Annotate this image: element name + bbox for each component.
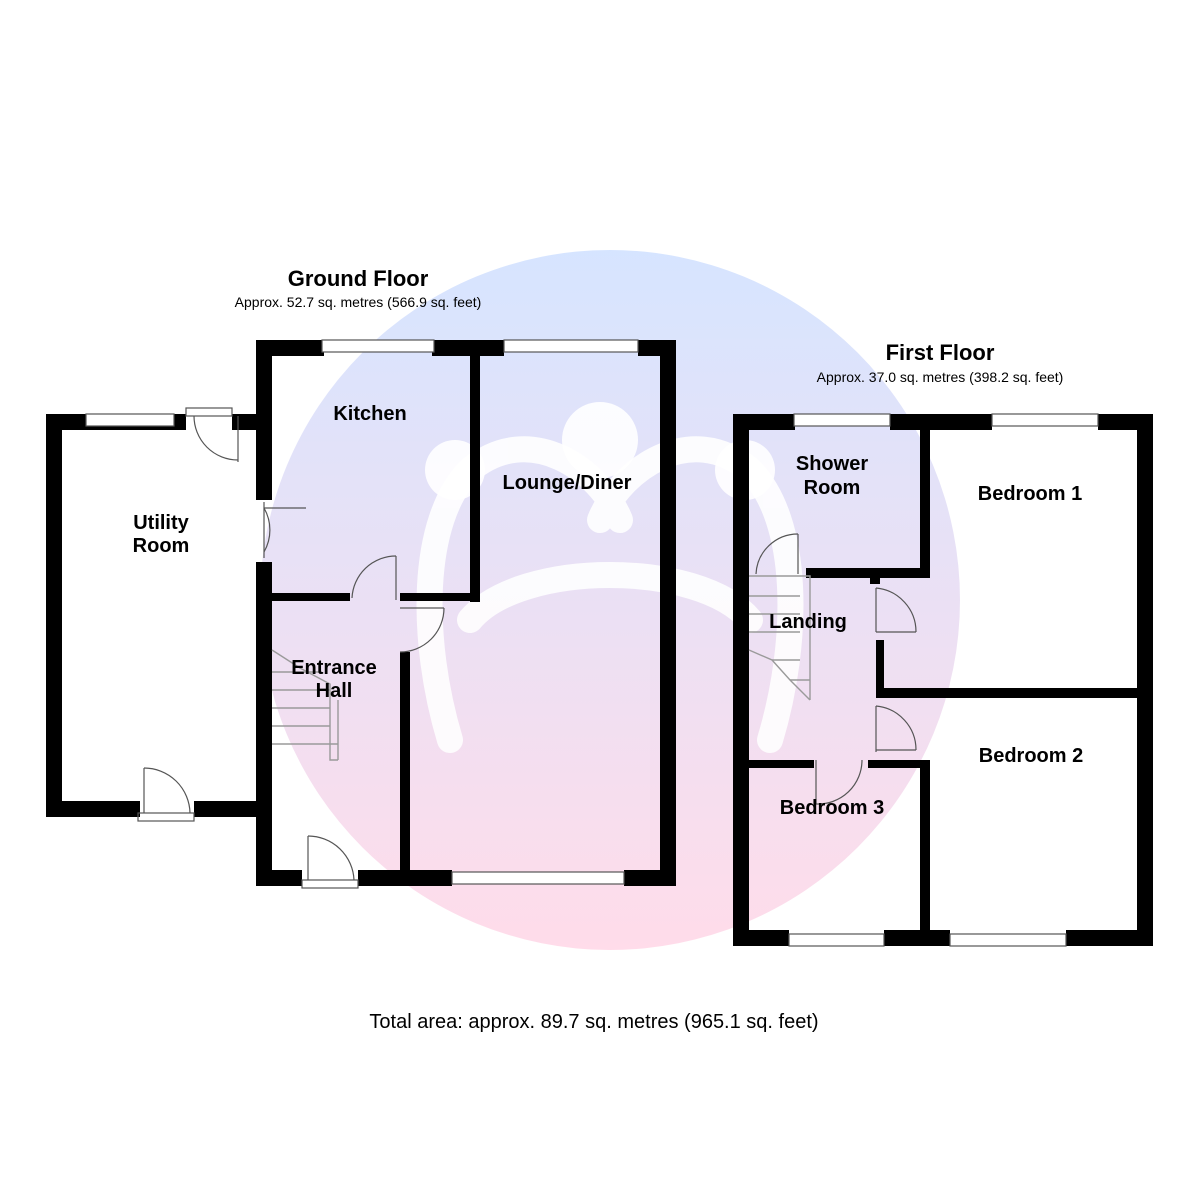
room-label-utility: Room: [133, 535, 190, 557]
door-utility-top: [185, 407, 239, 462]
window: [451, 871, 625, 885]
room-label-shower: Room: [804, 477, 861, 499]
total-area: Total area: approx. 89.7 sq. metres (965…: [369, 1011, 818, 1033]
window: [991, 413, 1099, 427]
first-floor-area: Approx. 37.0 sq. metres (398.2 sq. feet): [817, 369, 1064, 385]
window: [793, 413, 891, 427]
door-lounge: [399, 607, 445, 653]
door-kitchen-side: [263, 502, 306, 558]
door-front: [301, 835, 359, 889]
door-bedroom2: [875, 705, 917, 752]
ground-floor-title: Ground Floor: [288, 266, 429, 291]
room-label-shower: Shower: [796, 453, 868, 475]
door-utility-bottom: [137, 767, 195, 822]
first-floor: First Floor Approx. 37.0 sq. metres (398…: [733, 340, 1153, 947]
utility-room-walls: [46, 414, 264, 817]
room-label-bedroom2: Bedroom 2: [979, 745, 1083, 767]
door-bedroom3: [815, 759, 863, 805]
ground-main-walls: [256, 340, 676, 886]
ground-floor: Ground Floor Approx. 52.7 sq. metres (56…: [46, 266, 676, 889]
room-label-lounge: Lounge/Diner: [503, 472, 632, 494]
room-label-hall: Entrance: [291, 657, 377, 679]
room-label-utility: Utility: [133, 512, 189, 534]
first-floor-walls: [733, 414, 1153, 946]
staircase-ground: [271, 649, 339, 761]
ground-floor-area: Approx. 52.7 sq. metres (566.9 sq. feet): [235, 294, 482, 310]
staircase-first: [748, 575, 811, 701]
window: [949, 933, 1067, 947]
window: [788, 933, 885, 947]
room-label-bedroom1: Bedroom 1: [978, 483, 1082, 505]
window: [503, 339, 639, 353]
room-label-hall: Hall: [316, 680, 353, 702]
window: [321, 339, 435, 353]
room-label-bedroom3: Bedroom 3: [780, 797, 884, 819]
window: [85, 413, 175, 427]
room-label-kitchen: Kitchen: [333, 403, 406, 425]
room-label-landing: Landing: [769, 611, 847, 633]
logo-watermark: [260, 250, 960, 950]
door-shower: [755, 533, 799, 575]
first-floor-title: First Floor: [886, 340, 995, 365]
door-kitchen-hall: [351, 555, 397, 600]
door-bedroom1: [875, 587, 917, 633]
